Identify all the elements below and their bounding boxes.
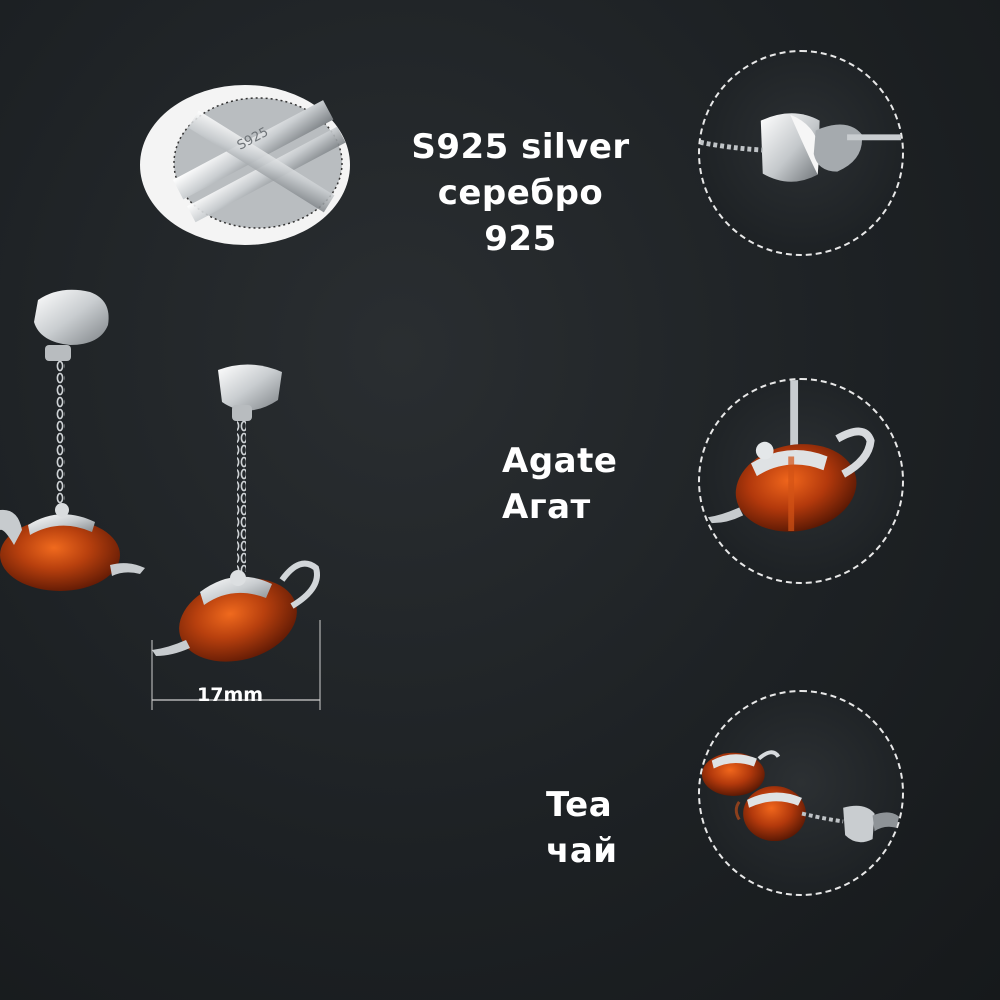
tea-label: Tea чай [546, 782, 618, 874]
detail-circle-agate [698, 378, 904, 584]
measurement-bracket [151, 620, 321, 710]
tea-label-ru: чай [546, 831, 618, 871]
agate-label-en: Agate [502, 441, 618, 481]
agate-label-ru: Агат [502, 487, 591, 527]
silver-stamp-badge: S925 [140, 85, 350, 245]
silver-label: S925 silver серебро 925 [398, 124, 643, 262]
left-earring [0, 289, 145, 591]
detail-circle-silver [698, 50, 904, 256]
tea-label-en: Tea [546, 785, 613, 825]
agate-label: Agate Агат [502, 438, 617, 530]
detail-circle-tea [698, 690, 904, 896]
right-earring [152, 364, 320, 662]
measurement-label: 17mm [197, 684, 264, 706]
silver-label-ru: серебро 925 [437, 173, 604, 259]
silver-label-en: S925 silver [411, 127, 630, 167]
